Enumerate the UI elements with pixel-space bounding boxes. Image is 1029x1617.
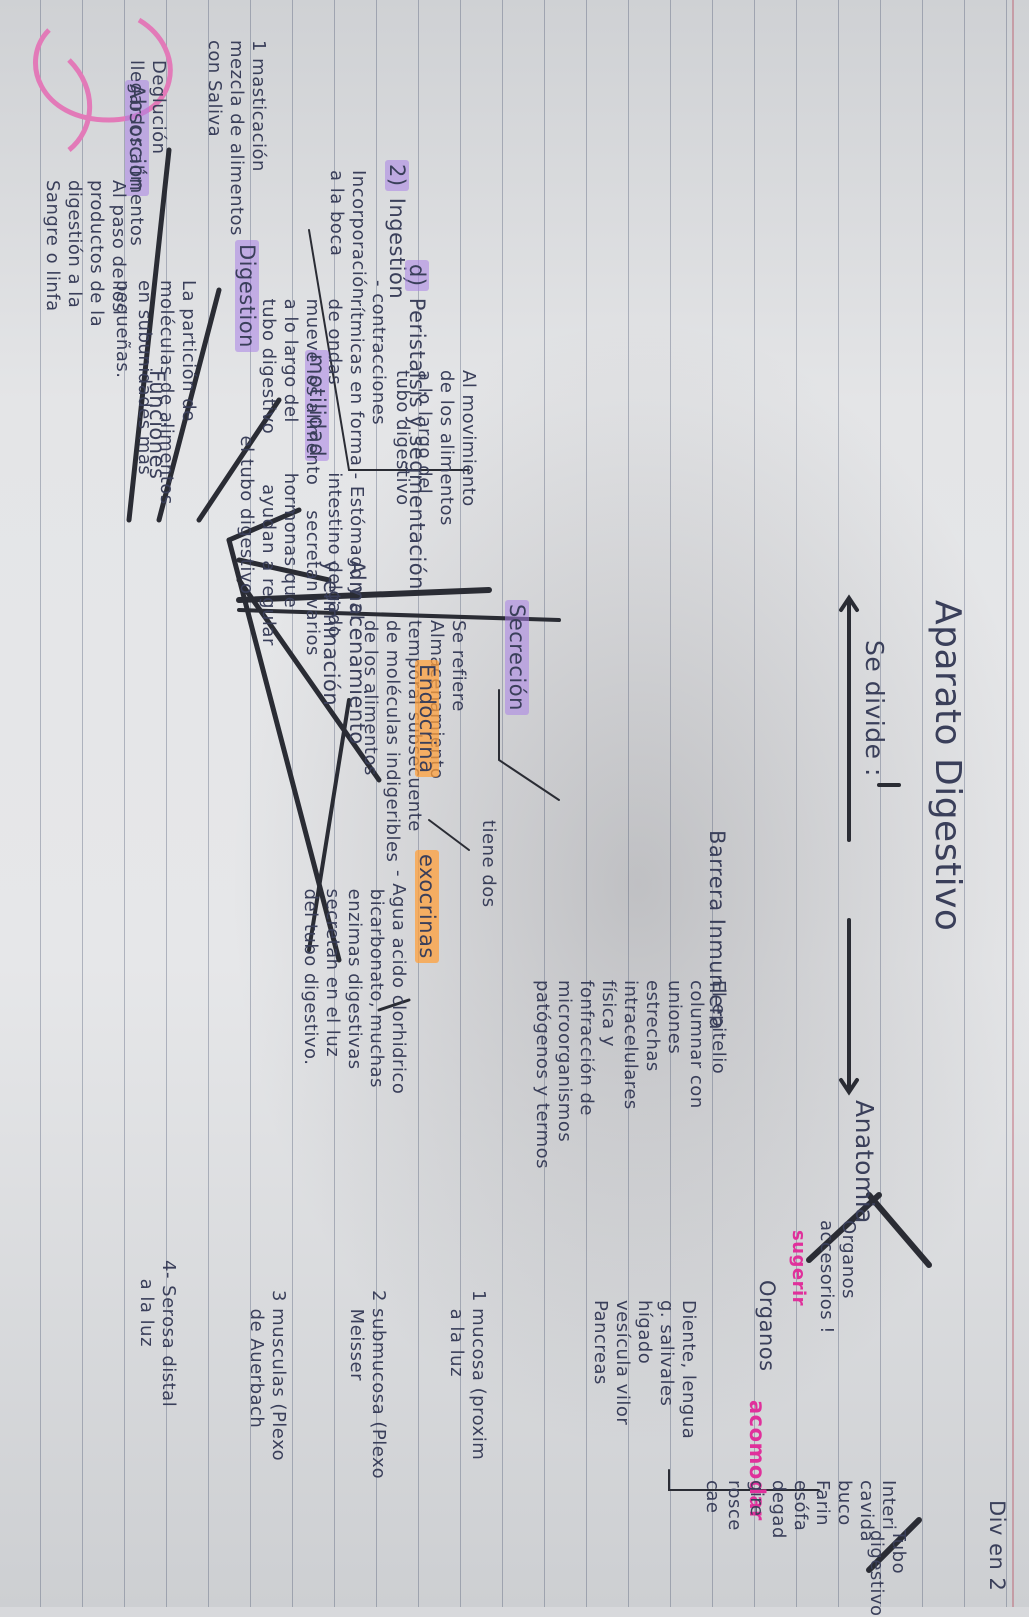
anatomia-list-left: Diente, lengua g. salivales hígado vesíc… (590, 1300, 699, 1440)
peristalsis-heading: d) Peristalsis y segmentación (403, 260, 429, 590)
ruled-line (796, 0, 797, 1607)
ruled-line (502, 0, 503, 1607)
anatomia-list-right: Interi cavida buco Farin esófa degad gir… (702, 1480, 899, 1543)
ruled-line (292, 0, 293, 1607)
ruled-line (124, 0, 125, 1607)
deglucion-text: Deglución llegar los alimentos (126, 60, 169, 247)
ruled-line (1006, 0, 1007, 1607)
ruled-line (754, 0, 755, 1607)
ruled-line (250, 0, 251, 1607)
tiene-dos-label: tiene dos (478, 820, 499, 908)
capa-mucosa: 1 mucosa (proxim a la luz (446, 1290, 489, 1461)
ruled-line (208, 0, 209, 1607)
anatomia-label: Anatomia (850, 1100, 879, 1224)
barrera-text: El epitelio columnar con uniones estrech… (532, 980, 729, 1170)
organos-label: Organos (755, 1280, 779, 1372)
ruled-line (880, 0, 881, 1607)
ruled-line (586, 0, 587, 1607)
capa-muscular: 3 musculas (Plexo de Auerbach (246, 1290, 289, 1462)
capa-serosa: 4- Serosa distal a la luz (136, 1260, 179, 1408)
organos-accesorios-label: Organos accesorios ! (816, 1220, 859, 1335)
ruled-line (418, 0, 419, 1607)
secrecion-label: Secreción (505, 600, 529, 715)
sugerir-note: sugerir (788, 1230, 809, 1307)
peristalsis-number: d) (405, 260, 429, 291)
ruled-line (166, 0, 167, 1607)
ruled-line (628, 0, 629, 1607)
peristalsis-label: Peristalsis y segmentación (405, 297, 429, 590)
ruled-line (334, 0, 335, 1607)
exocrinas-heading: exocrinas (413, 850, 439, 963)
ruled-line (964, 0, 965, 1607)
page-title: Aparato Digestivo (927, 600, 968, 932)
exocrinas-label: exocrinas (415, 850, 439, 963)
ruled-line (712, 0, 713, 1607)
margin-line (1012, 0, 1014, 1607)
ingestion-number: 2) (385, 160, 409, 191)
masticacion-text: 1 masticación mezcla de alimentos con Sa… (204, 40, 269, 236)
ruled-line (40, 0, 41, 1607)
ruled-line (838, 0, 839, 1607)
peristalsis-text: - contracciones rítmicas en forma - Estó… (236, 280, 389, 656)
exocrinas-text: - Agua acido clorhidrico bicarbonato, mu… (300, 870, 409, 1095)
divide-label: Se divide : (860, 640, 889, 777)
ruled-line (376, 0, 377, 1607)
arrows (126, 147, 932, 1573)
endocrina-heading: Endocrina (413, 660, 439, 778)
doodle-icon (33, 17, 173, 152)
ruled-line (460, 0, 461, 1607)
tubo-digestivo-label: Tubo digestivo (866, 1530, 909, 1617)
ruled-line (670, 0, 671, 1607)
div-en-2-label: Div en 2 (985, 1500, 1009, 1592)
digestion-text: La partición de moléculas de alimentos e… (112, 280, 199, 505)
secrecion-heading: Secreción (503, 600, 529, 715)
ruled-line (82, 0, 83, 1607)
ruled-line (544, 0, 545, 1607)
capa-submucosa: 2 submucosa (Plexo Meisser (346, 1290, 389, 1480)
endocrina-label: Endocrina (415, 660, 439, 778)
ruled-line (922, 0, 923, 1607)
